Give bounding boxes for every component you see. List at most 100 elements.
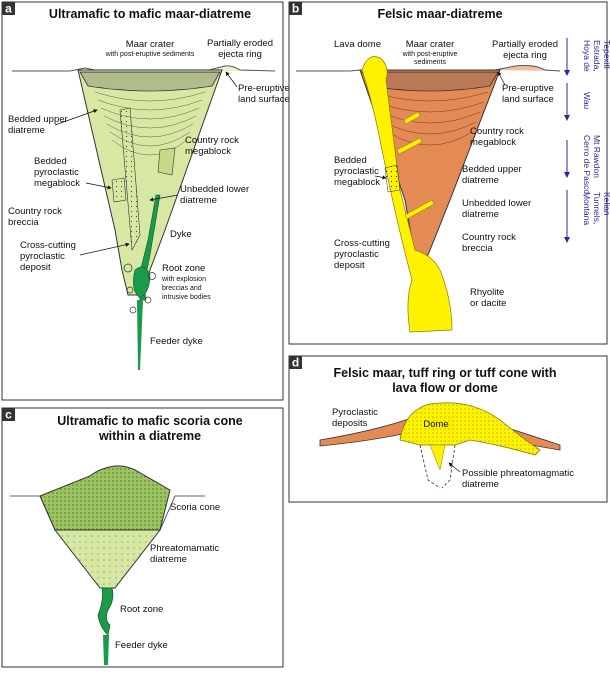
label-breccia: breccia bbox=[8, 217, 39, 228]
b-label-unbedded-diatreme: diatreme bbox=[462, 209, 499, 220]
label-root-zone: Root zone bbox=[162, 263, 205, 274]
panel-c-labels: Scoria cone Phreatomamatic diatreme Root… bbox=[115, 502, 220, 651]
label-ejecta-ring: ejecta ring bbox=[218, 49, 262, 60]
b-example-montana-3: Kelian bbox=[602, 192, 610, 216]
b-label-pre-eruptive: Pre-eruptive bbox=[502, 83, 554, 94]
bedding-lines bbox=[94, 91, 206, 156]
label-pyroclastic: pyroclastic bbox=[34, 167, 79, 178]
panel-b: b Felsic maar-diatreme Lava dome Maar cr… bbox=[288, 1, 610, 345]
label-pyro-megablock: megablock bbox=[34, 178, 80, 189]
c-label-root-zone: Root zone bbox=[120, 604, 163, 615]
cross-cutting-deposit bbox=[119, 107, 141, 252]
b-label-bedded: Bedded bbox=[334, 155, 367, 166]
panel-d-labels: Pyroclastic deposits Dome Possible phrea… bbox=[332, 407, 574, 490]
b-example-montana-2: Tunnels, bbox=[592, 192, 602, 224]
b-land-right bbox=[494, 65, 561, 72]
b-dike-3 bbox=[403, 111, 421, 125]
b-label-bedded-upper: Bedded upper bbox=[462, 164, 522, 175]
label-country-rock: Country rock bbox=[185, 135, 239, 146]
root-breccias bbox=[123, 263, 156, 314]
d-label-pyroclastic: Pyroclastic bbox=[332, 407, 378, 418]
label-megablock: megablock bbox=[185, 146, 231, 157]
d-conduit bbox=[429, 444, 446, 471]
b-example-montana-1: Montana bbox=[582, 192, 592, 225]
panel-c-title-1: Ultramafic to mafic scoria cone bbox=[57, 414, 243, 428]
label-dyke: Dyke bbox=[170, 229, 192, 240]
b-label-country-rock: Country rock bbox=[470, 126, 524, 137]
b-examples: Hoya de Estrada, Tepexitl Wau Cerro de P… bbox=[564, 38, 610, 243]
label-cross-cutting: Cross-cutting bbox=[20, 240, 76, 251]
panel-d-title-1: Felsic maar, tuff ring or tuff cone with bbox=[334, 366, 557, 380]
c-phreato-texture bbox=[55, 530, 160, 588]
c-label-scoria-cone: Scoria cone bbox=[170, 502, 220, 513]
c-root-zone bbox=[97, 587, 114, 636]
label-maar-crater: Maar crater bbox=[126, 39, 175, 50]
label-partially-eroded: Partially eroded bbox=[207, 38, 273, 49]
b-label-megablock: megablock bbox=[470, 137, 516, 148]
label-cc-pyroclastic: pyroclastic bbox=[20, 251, 65, 262]
panel-d: d Felsic maar, tuff ring or tuff cone wi… bbox=[288, 355, 608, 503]
b-label-country-rock-breccia: Country rock bbox=[462, 232, 516, 243]
label-pre-eruptive: Pre-eruptive bbox=[238, 83, 290, 94]
b-label-breccia: breccia bbox=[462, 243, 493, 254]
label-country-rock-breccia: Country rock bbox=[8, 206, 62, 217]
panel-d-letter-box bbox=[289, 356, 302, 369]
b-label-cc-deposit: deposit bbox=[334, 260, 365, 271]
b-dike-2 bbox=[404, 199, 435, 220]
label-root-sub-3: intrusive bodies bbox=[162, 294, 211, 301]
b-label-land-surface: land surface bbox=[502, 94, 554, 105]
panel-a-title: Ultramafic to mafic maar-diatreme bbox=[49, 7, 251, 21]
b-label-post-eruptive: with post-eruptive bbox=[402, 51, 458, 58]
label-feeder-dyke: Feeder dyke bbox=[150, 336, 203, 347]
panel-b-letter: b bbox=[292, 2, 299, 16]
b-label-cc-pyroclastic: pyroclastic bbox=[334, 249, 379, 260]
b-pyro-megablock bbox=[384, 164, 401, 193]
b-diatreme-body bbox=[359, 69, 501, 259]
d-label-dome: Dome bbox=[423, 419, 448, 430]
feeder-dyke bbox=[137, 300, 143, 370]
panel-b-letter-box bbox=[289, 2, 302, 15]
country-rock-megablock bbox=[157, 147, 176, 176]
panel-c: c Ultramafic to mafic scoria cone within… bbox=[1, 407, 284, 668]
d-label-diatreme: diatreme bbox=[462, 479, 499, 490]
b-label-maar-crater: Maar crater bbox=[406, 39, 455, 50]
label-bedded-upper: Bedded upper bbox=[8, 114, 68, 125]
b-label-diatreme: diatreme bbox=[462, 175, 499, 186]
b-label-pyro-megablock: megablock bbox=[334, 177, 380, 188]
land-surface-left bbox=[12, 67, 96, 72]
b-label-unbedded-lower: Unbedded lower bbox=[462, 198, 531, 209]
b-label-dacite: or dacite bbox=[470, 298, 506, 309]
b-dike-1 bbox=[396, 137, 423, 155]
b-example-cerro-1: Cerro de Pasco, bbox=[582, 135, 592, 196]
d-dome-texture bbox=[400, 402, 540, 455]
b-example-cerro-2: Mt Rawdon bbox=[592, 135, 602, 178]
label-unbedded-diatreme: diatreme bbox=[180, 195, 217, 206]
c-label-phreato: Phreatomamatic bbox=[150, 543, 219, 554]
b-label-cross-cutting: Cross-cutting bbox=[334, 238, 390, 249]
b-label-pyroclastic: pyroclastic bbox=[334, 166, 379, 177]
c-feeder-dyke bbox=[103, 635, 109, 665]
c-label-feeder-dyke: Feeder dyke bbox=[115, 640, 168, 651]
b-example-hoya-3: Tepexitl bbox=[602, 40, 610, 69]
label-land-surface: land surface bbox=[238, 94, 290, 105]
panel-d-letter: d bbox=[292, 356, 299, 370]
root-zone bbox=[133, 266, 151, 299]
pyroclastic-megablock bbox=[111, 177, 127, 203]
b-label-partially-eroded: Partially eroded bbox=[492, 39, 558, 50]
panel-a: a Ultramafic to mafic maar-diatreme bbox=[1, 1, 290, 401]
label-diatreme: diatreme bbox=[8, 125, 45, 136]
panel-b-title: Felsic maar-diatreme bbox=[377, 7, 502, 21]
panel-a-labels: Maar crater with post-eruptive sediments… bbox=[8, 38, 290, 347]
label-root-sub-1: with explosion bbox=[161, 276, 206, 283]
label-post-eruptive: with post-eruptive sediments bbox=[105, 51, 195, 58]
crater-sediments bbox=[79, 71, 221, 92]
label-root-sub-2: breccias and bbox=[162, 285, 202, 292]
b-example-hoya-1: Hoya de bbox=[582, 40, 592, 72]
d-label-possible: Possible phreatomagmatic bbox=[462, 468, 574, 479]
panel-a-letter: a bbox=[5, 2, 12, 16]
b-example-wau: Wau bbox=[582, 92, 592, 109]
d-possible-diatreme bbox=[419, 444, 456, 489]
panel-c-letter-box bbox=[2, 408, 15, 421]
b-label-rhyolite: Rhyolite bbox=[470, 287, 504, 298]
